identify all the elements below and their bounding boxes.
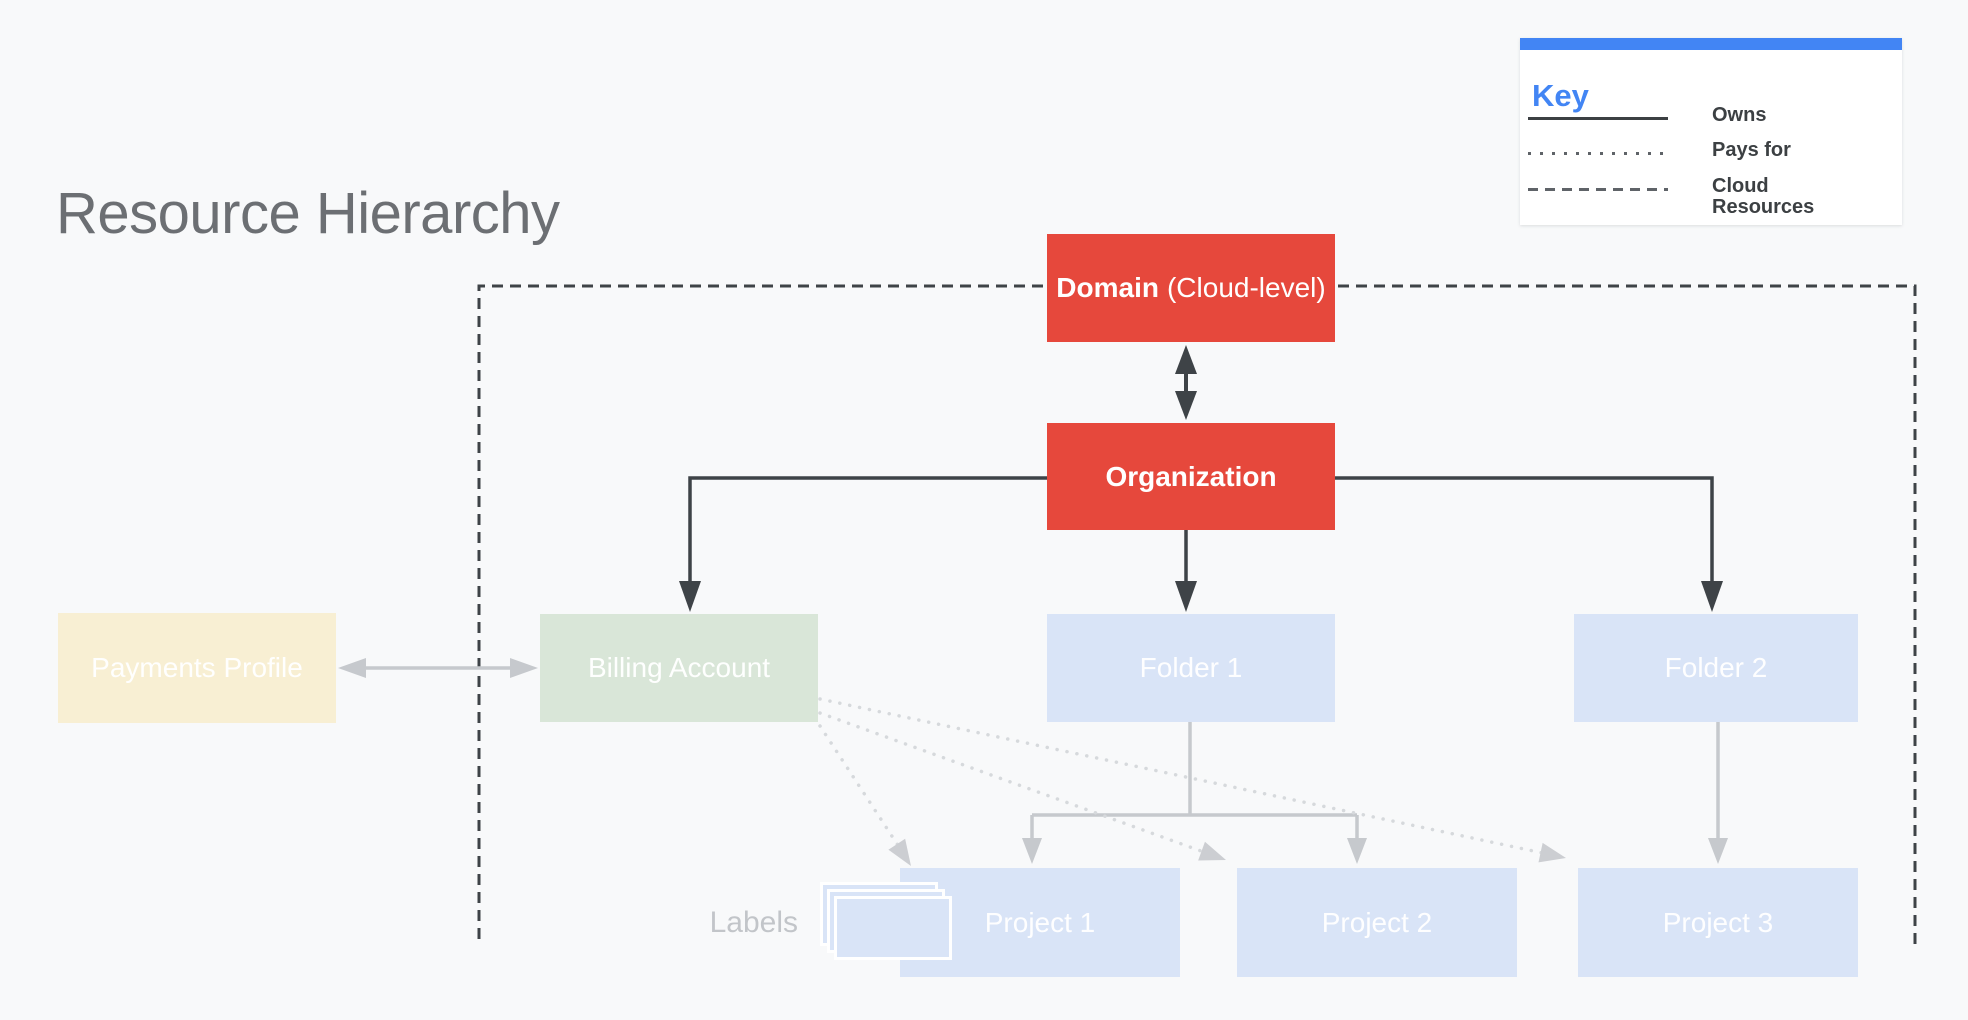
key-title: Key bbox=[1532, 78, 1589, 113]
pays-for-dotted-project2 bbox=[818, 711, 1214, 857]
billing-account-label: Billing Account bbox=[587, 652, 771, 683]
folder2-label: Folder 2 bbox=[1664, 652, 1768, 683]
cloud-resources-label: Cloud Resources bbox=[1712, 175, 1815, 218]
project2-node: Project 2 bbox=[1237, 868, 1517, 977]
labels-stack-icon bbox=[834, 896, 952, 960]
labels-caption: Labels bbox=[709, 906, 798, 939]
payments-profile-label: Payments Profile bbox=[91, 652, 303, 683]
folder1-label: Folder 1 bbox=[1139, 652, 1243, 683]
arrowhead-project2-dotted bbox=[1198, 841, 1226, 861]
arrowhead-billing-gray bbox=[510, 658, 538, 678]
domain-label-suffix: (Cloud-level) bbox=[1166, 272, 1326, 303]
arrowhead-folder1 bbox=[1175, 581, 1197, 612]
owns-label: Owns bbox=[1712, 104, 1767, 126]
pays-for-dotted-project3 bbox=[818, 697, 1554, 857]
arrowhead-folder2 bbox=[1701, 581, 1723, 612]
arrowhead-project3-gray bbox=[1708, 838, 1728, 864]
folder1-node: Folder 1 bbox=[1047, 614, 1335, 722]
organization-billing-connector bbox=[688, 476, 1047, 582]
project2-label: Project 2 bbox=[1321, 906, 1433, 938]
pays-for-dotted-project1 bbox=[818, 724, 903, 852]
key-legend: Key Owns Pays for Cloud Resources bbox=[1520, 38, 1902, 225]
arrowhead-project3-dotted bbox=[1538, 842, 1566, 863]
organization-folder2-connector bbox=[1335, 476, 1714, 582]
project1-label: Project 1 bbox=[984, 906, 1096, 938]
owns-line-sample bbox=[1528, 117, 1668, 120]
arrowhead-project2-gray bbox=[1347, 838, 1367, 864]
domain-label-bold: Domain bbox=[1056, 272, 1159, 303]
billing-account-node: Billing Account bbox=[540, 614, 818, 722]
arrowhead-project1-gray bbox=[1022, 838, 1042, 864]
payments-profile-node: Payments Profile bbox=[58, 613, 336, 723]
page-title: Resource Hierarchy bbox=[56, 181, 560, 246]
arrowhead-down-organization bbox=[1175, 391, 1197, 420]
key-accent-bar bbox=[1520, 38, 1902, 50]
organization-node: Organization bbox=[1047, 423, 1335, 530]
folder1-projects-tree bbox=[1030, 722, 1359, 840]
pays-for-label: Pays for bbox=[1712, 139, 1791, 161]
project3-label: Project 3 bbox=[1662, 906, 1774, 938]
arrowhead-project1-dotted bbox=[888, 838, 911, 866]
pays-for-line-sample bbox=[1528, 152, 1668, 155]
project3-node: Project 3 bbox=[1578, 868, 1858, 977]
folder2-node: Folder 2 bbox=[1574, 614, 1858, 722]
arrowhead-billing-account bbox=[679, 581, 701, 612]
organization-label: Organization bbox=[1105, 460, 1277, 492]
arrowhead-up-domain bbox=[1175, 345, 1197, 374]
arrowhead-payments-profile bbox=[338, 658, 366, 678]
domain-node: Domain(Cloud-level) bbox=[1047, 234, 1335, 342]
cloud-resources-line-sample bbox=[1528, 188, 1668, 191]
